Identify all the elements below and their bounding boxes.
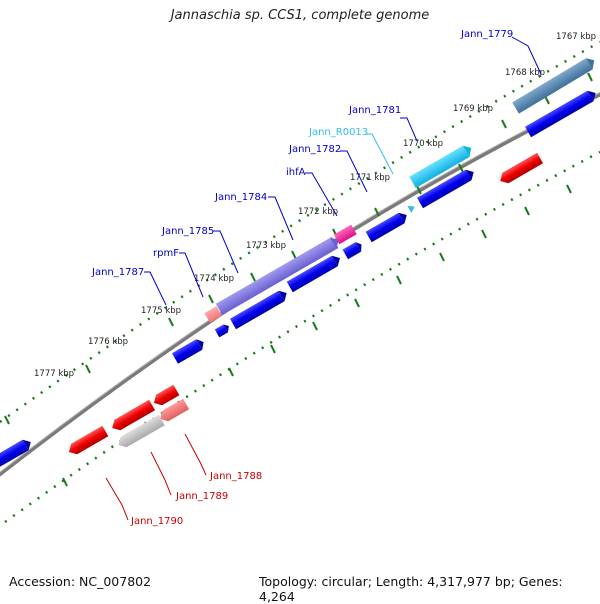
callout-jann-r0013	[365, 133, 394, 175]
callout-jann-1785	[213, 230, 239, 274]
callout-ihfa	[305, 172, 338, 217]
gene-jann-1782[interactable]	[417, 167, 477, 209]
gene-jann-r0013[interactable]	[409, 143, 474, 189]
gene-red-1789-upper[interactable]	[109, 399, 156, 433]
callout-jann-1789	[150, 451, 172, 496]
callout-jann-1784	[268, 196, 294, 241]
label-jann-1787[interactable]: Jann_1787	[91, 267, 144, 278]
kbp-label-1769: 1769 kbp	[453, 104, 493, 114]
kbp-label-1767: 1767 kbp	[556, 32, 596, 42]
kbp-label-1777: 1777 kbp	[34, 369, 74, 379]
accession-text: Accession: NC_007802	[9, 574, 152, 589]
kbp-label-1772: 1772 kbp	[298, 207, 338, 217]
label-jann-1784[interactable]: Jann_1784	[214, 192, 267, 203]
callout-rpmf	[179, 252, 204, 298]
label-rpmf[interactable]: rpmF	[153, 248, 179, 259]
inner-major-ticks	[62, 184, 572, 487]
gene-jann-1789[interactable]	[115, 414, 165, 450]
gene-jann-1787[interactable]	[172, 337, 207, 364]
label-jann-1781[interactable]: Jann_1781	[348, 105, 401, 116]
kbp-label-1770: 1770 kbp	[403, 139, 443, 149]
label-jann-1782[interactable]: Jann_1782	[288, 144, 341, 155]
callout-jann-1788	[184, 433, 207, 476]
label-jann-1785[interactable]: Jann_1785	[161, 226, 214, 237]
label-jann-1788[interactable]: Jann_1788	[209, 471, 262, 482]
gene-blue-ihfa-downstream[interactable]	[342, 240, 365, 260]
gene-red-upper[interactable]	[151, 384, 180, 408]
label-jann-r0013[interactable]: Jann_R0013	[308, 127, 368, 138]
callout-jann-1781	[400, 117, 418, 142]
gene-blue-1774[interactable]	[230, 288, 290, 330]
kbp-label-1776: 1776 kbp	[88, 337, 128, 347]
kbp-label-1771: 1771 kbp	[350, 173, 390, 183]
kbp-label-1773: 1773 kbp	[246, 241, 286, 251]
gene-ihfa[interactable]	[333, 224, 357, 245]
kbp-label-1774: 1774 kbp	[194, 274, 234, 284]
gene-blue-left-edge[interactable]	[0, 437, 34, 471]
callout-jann-1790	[105, 477, 129, 521]
gene-small-blue-arrow[interactable]	[407, 203, 416, 213]
gene-jann-1790[interactable]	[66, 425, 109, 457]
callout-jann-1779	[511, 36, 542, 75]
callout-jann-1782	[340, 150, 368, 193]
callout-jann-1787	[144, 271, 167, 306]
kbp-label-1768: 1768 kbp	[505, 68, 545, 78]
gene-red-1768[interactable]	[497, 152, 544, 186]
kbp-label-1775: 1775 kbp	[141, 306, 181, 316]
gene-rpmf[interactable]	[204, 306, 223, 323]
outer-tick-ring	[0, 40, 600, 424]
gene-jann-1784[interactable]	[215, 235, 342, 316]
genome-title: Jannaschia sp. CCS1, complete genome	[170, 8, 430, 23]
label-jann-1779[interactable]: Jann_1779	[460, 29, 513, 40]
label-jann-1789[interactable]: Jann_1789	[175, 491, 228, 502]
gene-blue-1771[interactable]	[365, 210, 410, 243]
gene-blue-rpmf-downstream[interactable]	[214, 323, 232, 338]
gene-jann-1779[interactable]	[512, 55, 598, 114]
label-jann-1790[interactable]: Jann_1790	[130, 516, 183, 527]
gene-jann-1781[interactable]	[525, 88, 599, 138]
gene-blue-1773[interactable]	[286, 253, 343, 293]
label-ihfa[interactable]: ihfA	[286, 167, 306, 178]
outer-major-ticks	[4, 72, 593, 425]
gene-jann-1788[interactable]	[157, 398, 190, 424]
